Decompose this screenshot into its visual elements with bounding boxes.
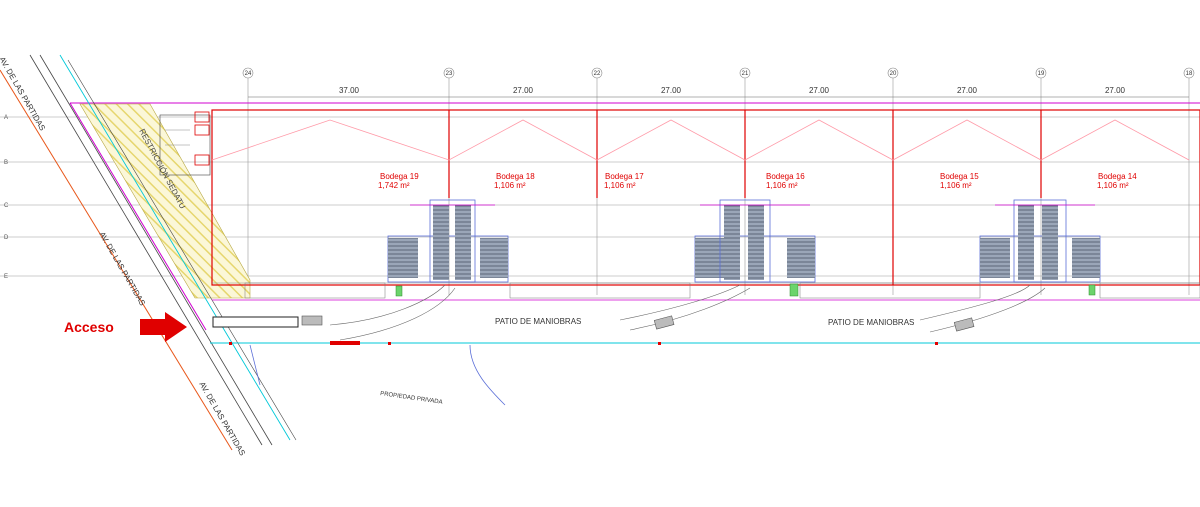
dimension-label: 27.00 bbox=[513, 86, 534, 95]
roof-line bbox=[211, 119, 1190, 161]
grid-bubble: 22 bbox=[591, 67, 603, 79]
grid-bubble: 18 bbox=[1183, 67, 1195, 79]
parking-strips bbox=[244, 282, 1200, 299]
access-gate bbox=[212, 316, 299, 328]
access-label: Acceso bbox=[64, 319, 114, 335]
grid-bubble: 24 bbox=[242, 67, 254, 79]
bodega-area: 1,742 m² bbox=[378, 181, 410, 190]
green-markers bbox=[395, 283, 1096, 297]
dimension-label: 27.00 bbox=[809, 86, 830, 95]
property-line bbox=[69, 102, 1200, 331]
dock-group-2 bbox=[694, 199, 816, 283]
patio-label: PATIO DE MANIOBRAS bbox=[495, 317, 581, 326]
grid-bubbles: 24 23 22 21 20 19 18 bbox=[242, 67, 1195, 79]
grid-label: 21 bbox=[742, 71, 749, 77]
bodega-area: 1,106 m² bbox=[604, 181, 636, 190]
bodega-area: 1,106 m² bbox=[494, 181, 526, 190]
grid-axis-markers-left: A B C D E bbox=[4, 115, 9, 280]
grid-label: 22 bbox=[594, 71, 601, 77]
dock-group-3 bbox=[979, 199, 1101, 283]
dimension-label: 37.00 bbox=[339, 86, 360, 95]
bodega-name: Bodega 15 bbox=[940, 172, 979, 181]
bodega-area: 1,106 m² bbox=[1097, 181, 1129, 190]
arrow-icon bbox=[140, 312, 187, 342]
avenue-label: AV. DE LAS PARTIDAS bbox=[197, 380, 247, 457]
svg-text:C: C bbox=[4, 203, 9, 209]
grid-bubble: 20 bbox=[887, 67, 899, 79]
dimension-label: 27.00 bbox=[957, 86, 978, 95]
dimension-label: 27.00 bbox=[661, 86, 682, 95]
bodega-name: Bodega 18 bbox=[496, 172, 535, 181]
bodega-area: 1,106 m² bbox=[766, 181, 798, 190]
access-arrow: Acceso bbox=[64, 312, 187, 342]
svg-text:E: E bbox=[4, 274, 8, 280]
svg-text:A: A bbox=[4, 115, 8, 121]
svg-text:B: B bbox=[4, 160, 8, 166]
avenue-label: AV. DE LAS PARTIDAS bbox=[97, 230, 147, 307]
grid-label: 24 bbox=[245, 71, 252, 77]
bodega-name: Bodega 17 bbox=[605, 172, 644, 181]
guard-house bbox=[159, 111, 211, 176]
bodega-name: Bodega 14 bbox=[1098, 172, 1137, 181]
grid-bubble: 23 bbox=[443, 67, 455, 79]
grid-bubble: 19 bbox=[1035, 67, 1047, 79]
grid-label: 19 bbox=[1038, 71, 1045, 77]
property-label: PROPIEDAD PRIVADA bbox=[380, 391, 443, 406]
party-walls bbox=[448, 110, 1042, 285]
dimension-label: 27.00 bbox=[1105, 86, 1126, 95]
patio-boundary bbox=[210, 299, 1200, 406]
patio-label: PATIO DE MANIOBRAS bbox=[828, 318, 914, 327]
truck-paths bbox=[329, 284, 1046, 341]
restriction-zone bbox=[79, 103, 251, 299]
bodega-name: Bodega 16 bbox=[766, 172, 805, 181]
red-markers bbox=[229, 341, 938, 345]
grid-bubble: 21 bbox=[739, 67, 751, 79]
bodega-labels: Bodega 19 1,742 m² Bodega 18 1,106 m² Bo… bbox=[378, 172, 1137, 190]
bodega-name: Bodega 19 bbox=[380, 172, 419, 181]
grid-label: 20 bbox=[890, 71, 897, 77]
grid-label: 23 bbox=[446, 71, 453, 77]
dock-group-1 bbox=[387, 199, 509, 283]
avenue-lines bbox=[0, 54, 297, 451]
dimension-line: 37.00 27.00 27.00 27.00 27.00 27.00 bbox=[248, 86, 1189, 98]
trucks bbox=[301, 315, 975, 332]
svg-text:D: D bbox=[4, 235, 9, 241]
bodega-area: 1,106 m² bbox=[940, 181, 972, 190]
grid-label: 18 bbox=[1186, 71, 1193, 77]
